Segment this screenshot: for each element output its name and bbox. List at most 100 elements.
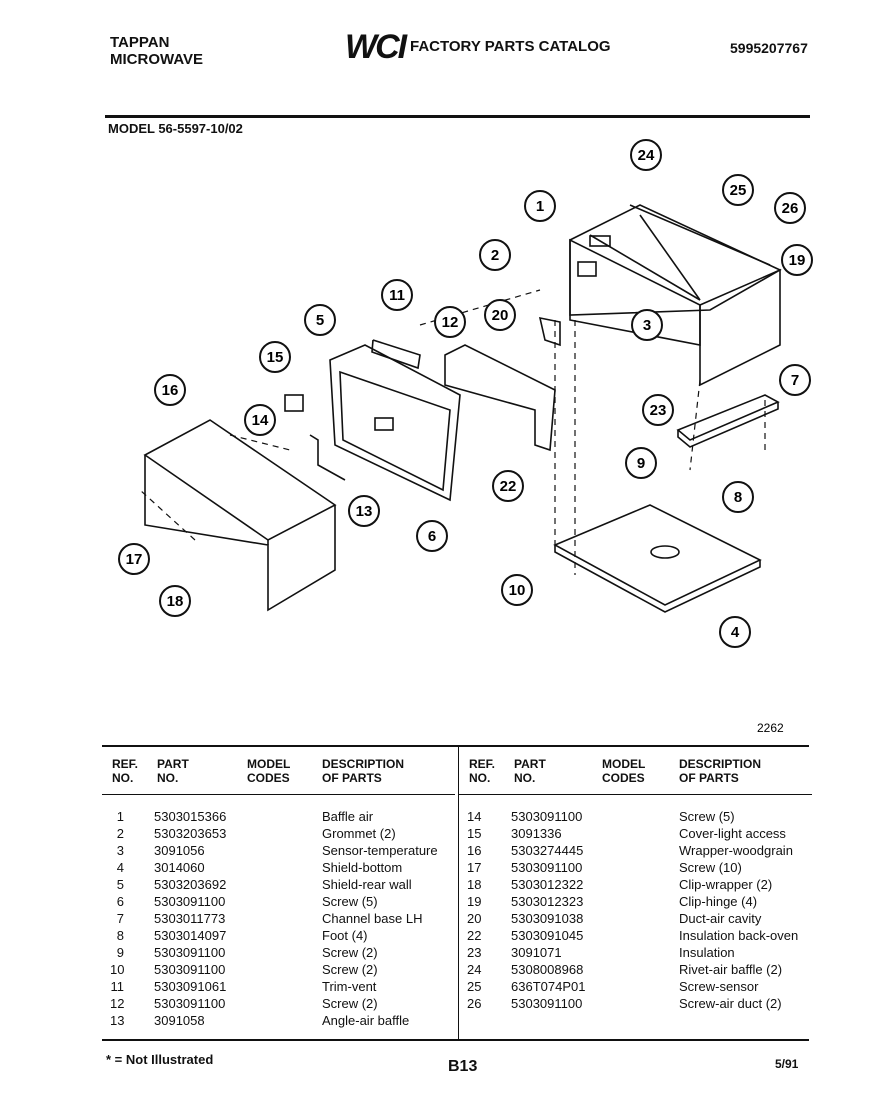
footnote: * = Not Illustrated: [106, 1052, 214, 1067]
desc-cell: Screw (10): [679, 860, 742, 875]
table-row: 3 3091056 Sensor-temperature: [102, 842, 455, 859]
table-row: 10 5303091100 Screw (2): [102, 961, 455, 978]
desc-cell: Insulation back-oven: [679, 928, 799, 943]
callout-label: 24: [638, 147, 655, 164]
part-cell: 5303091100: [154, 962, 226, 977]
callout-2: 2: [479, 239, 511, 271]
ref-cell: 25: [467, 979, 482, 994]
callout-label: 2: [491, 247, 499, 264]
callout-9: 9: [625, 447, 657, 479]
print-date: 5/91: [775, 1057, 799, 1071]
header-rule-right: [459, 794, 812, 795]
part-cell: 5303091100: [511, 860, 583, 875]
callout-3: 3: [631, 309, 663, 341]
part-cell: 3091056: [154, 843, 205, 858]
desc-cell: Rivet-air baffle (2): [679, 962, 783, 977]
desc-cell: Duct-air cavity: [679, 911, 762, 926]
callout-15: 15: [259, 341, 291, 373]
ref-cell: 23: [467, 945, 482, 960]
callout-label: 5: [316, 312, 324, 329]
callout-label: 14: [252, 412, 269, 429]
desc-cell: Angle-air baffle: [322, 1013, 410, 1028]
ref-cell: 10: [110, 962, 125, 977]
header-ref: REF.NO.: [469, 757, 496, 785]
page-number: B13: [448, 1058, 478, 1075]
ref-cell: 15: [467, 826, 482, 841]
callout-5: 5: [304, 304, 336, 336]
callout-label: 18: [167, 593, 184, 610]
brand-name: TAPPAN MICROWAVE: [110, 34, 203, 68]
part-cell: 5303091100: [154, 945, 226, 960]
brand-line2: MICROWAVE: [110, 51, 204, 68]
desc-cell: Clip-wrapper (2): [679, 877, 773, 892]
channel-base-drawing: [676, 394, 780, 448]
callout-23: 23: [642, 394, 674, 426]
desc-cell: Shield-rear wall: [322, 877, 412, 892]
exploded-parts-diagram: 1234567891011121314151617181920222324252…: [118, 139, 813, 735]
desc-cell: Screw (2): [322, 945, 378, 960]
part-cell: 3091071: [511, 945, 562, 960]
light-cover-drawing: [284, 394, 304, 412]
callout-label: 6: [428, 528, 436, 545]
part-cell: 5303203653: [154, 826, 227, 841]
part-cell: 5303274445: [511, 843, 584, 858]
ref-cell: 26: [467, 996, 482, 1011]
header-ref: REF.NO.: [112, 757, 139, 785]
desc-cell: Screw (5): [679, 809, 735, 824]
callout-label: 13: [356, 503, 373, 520]
callout-label: 16: [162, 382, 179, 399]
callout-7: 7: [779, 364, 811, 396]
header-rule-left: [102, 794, 455, 795]
ref-cell: 22: [467, 928, 482, 943]
catalog-number: 5995207767: [730, 40, 808, 56]
brand-line1: TAPPAN: [110, 34, 170, 51]
callout-label: 23: [650, 402, 667, 419]
ref-cell: 18: [467, 877, 482, 892]
callout-16: 16: [154, 374, 186, 406]
trim-vent-drawing: [371, 339, 421, 370]
callout-4: 4: [719, 616, 751, 648]
callout-label: 19: [789, 252, 806, 269]
diagram-code: 2262: [757, 721, 784, 735]
part-cell: 5303011773: [154, 911, 226, 926]
desc-cell: Trim-vent: [322, 979, 377, 994]
callout-19: 19: [781, 244, 813, 276]
rear-wall-shield-drawing: [329, 344, 461, 502]
part-cell: 5303091100: [511, 996, 583, 1011]
ref-cell: 5: [116, 877, 124, 892]
callout-label: 3: [643, 317, 651, 334]
ref-cell: 3: [116, 843, 124, 858]
part-cell: 5303203692: [154, 877, 227, 892]
callout-17: 17: [118, 543, 150, 575]
callout-label: 22: [500, 478, 517, 495]
part-cell: 5303091100: [154, 996, 226, 1011]
desc-cell: Channel base LH: [322, 911, 423, 926]
desc-cell: Screw (2): [322, 962, 378, 977]
part-cell: 3091058: [154, 1013, 205, 1028]
callout-24: 24: [630, 139, 662, 171]
callout-label: 12: [442, 314, 459, 331]
desc-cell: Insulation: [679, 945, 735, 960]
part-cell: 5303015366: [154, 809, 227, 824]
callout-label: 11: [389, 287, 405, 304]
desc-cell: Sensor-temperature: [322, 843, 438, 858]
